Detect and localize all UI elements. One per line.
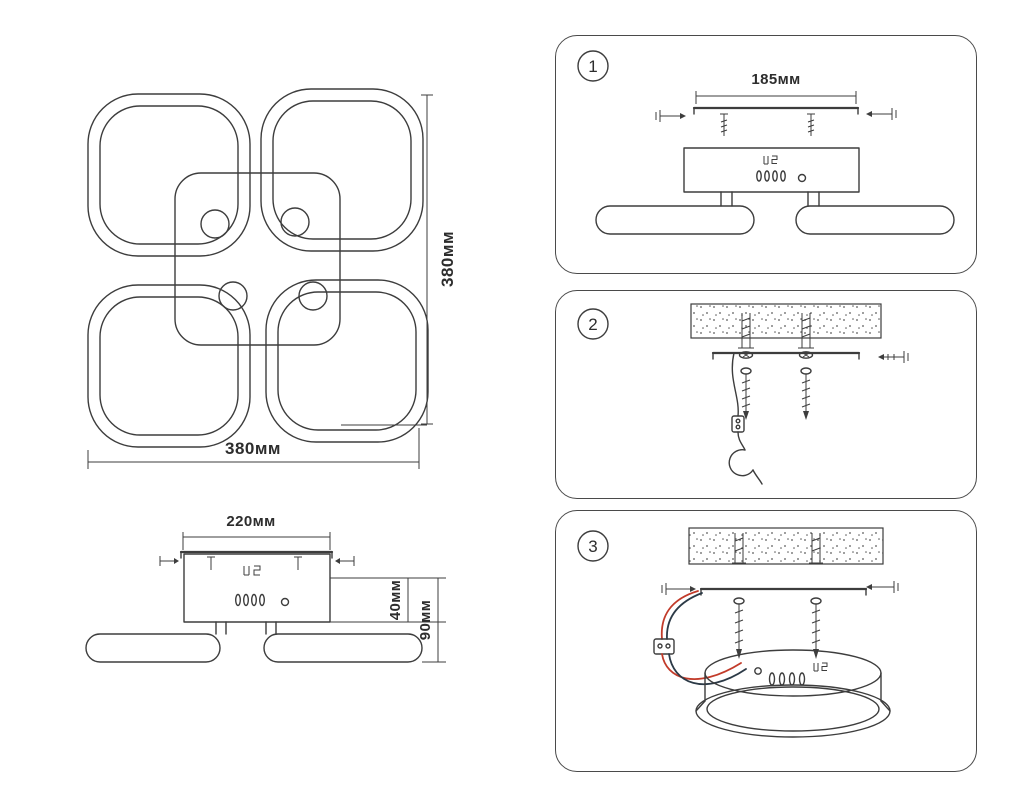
wire-loop <box>728 449 754 477</box>
bracket-width-dimension: 185мм <box>695 71 857 104</box>
ceiling-section <box>690 303 882 339</box>
height-dimensions: 40мм 90мм <box>330 577 446 663</box>
hanging-wire <box>728 352 763 485</box>
step-3-drawing: 3 <box>577 527 899 738</box>
mounting-bracket <box>159 550 355 570</box>
step-number-badge: 1 <box>577 50 609 82</box>
brand-stamp <box>813 662 828 672</box>
step-2-number: 2 <box>588 315 597 334</box>
light-arms <box>85 621 423 663</box>
side-screw-icon <box>661 583 696 595</box>
height-dimension: 380мм <box>341 94 457 426</box>
side-screw-icon <box>866 108 897 120</box>
wall-anchor-icon <box>798 313 814 359</box>
step-3-number: 3 <box>588 537 597 556</box>
step-1-panel: 1 185мм <box>555 35 977 274</box>
bracket-width-dimension: 220мм <box>182 513 331 550</box>
side-view-drawing: 220мм <box>85 513 446 663</box>
machine-screw-icon <box>720 113 728 136</box>
wiring <box>653 590 747 686</box>
neutral-wire <box>668 653 747 686</box>
step-number-badge: 2 <box>577 308 609 340</box>
canopy-base <box>695 649 891 738</box>
led-ring-bottom-right <box>265 279 429 443</box>
wire-connector <box>731 415 745 433</box>
long-screw-icon <box>733 597 745 659</box>
step-number-badge: 3 <box>577 530 609 562</box>
long-screw-icon <box>740 367 752 420</box>
screw-icon <box>294 556 302 570</box>
side-screw-icon <box>335 556 355 566</box>
side-screw-icon <box>159 556 179 566</box>
center-frame <box>174 172 341 346</box>
light-arms <box>595 191 955 235</box>
top-view-drawing: 380мм 380мм <box>87 88 457 469</box>
side-screw-icon <box>655 110 686 122</box>
long-screw-icon <box>800 367 812 420</box>
step-1-drawing: 1 185мм <box>577 50 955 235</box>
top-view-width-label: 380мм <box>225 439 281 458</box>
side-screw-icon <box>878 351 909 363</box>
mounting-bracket <box>711 351 861 360</box>
machine-screw-icon <box>807 113 815 136</box>
top-view-height-label: 380мм <box>438 231 457 287</box>
mounting-bracket <box>692 106 860 115</box>
canopy-body <box>683 147 860 193</box>
led-ring-top-left <box>87 93 251 257</box>
brand-stamp <box>243 565 261 576</box>
live-wire <box>660 590 699 640</box>
led-ring-top-right <box>260 88 424 252</box>
step-3-panel: 3 <box>555 510 977 772</box>
wall-anchor-icon <box>738 313 754 359</box>
step-1-bracket-width-label: 185мм <box>751 71 800 88</box>
side-view-total-height-label: 90мм <box>417 600 434 640</box>
mounting-bracket <box>699 587 868 596</box>
wall-anchor-icon <box>732 533 746 564</box>
canopy-body <box>183 553 331 623</box>
ceiling-section <box>688 527 884 565</box>
terminal-block <box>653 638 675 655</box>
step-2-panel: 2 <box>555 290 977 499</box>
side-view-width-label: 220мм <box>226 513 275 530</box>
led-ring-bottom-left <box>87 284 251 448</box>
neutral-wire <box>666 592 703 640</box>
side-view-upper-height-label: 40мм <box>387 580 404 620</box>
width-dimension: 380мм <box>87 428 420 469</box>
step-1-number: 1 <box>588 57 597 76</box>
screw-icon <box>207 556 215 570</box>
live-wire <box>661 653 742 680</box>
step-2-drawing: 2 <box>577 303 909 485</box>
side-screw-icon <box>866 581 899 593</box>
wall-anchor-icon <box>809 533 823 564</box>
brand-stamp <box>763 155 778 165</box>
